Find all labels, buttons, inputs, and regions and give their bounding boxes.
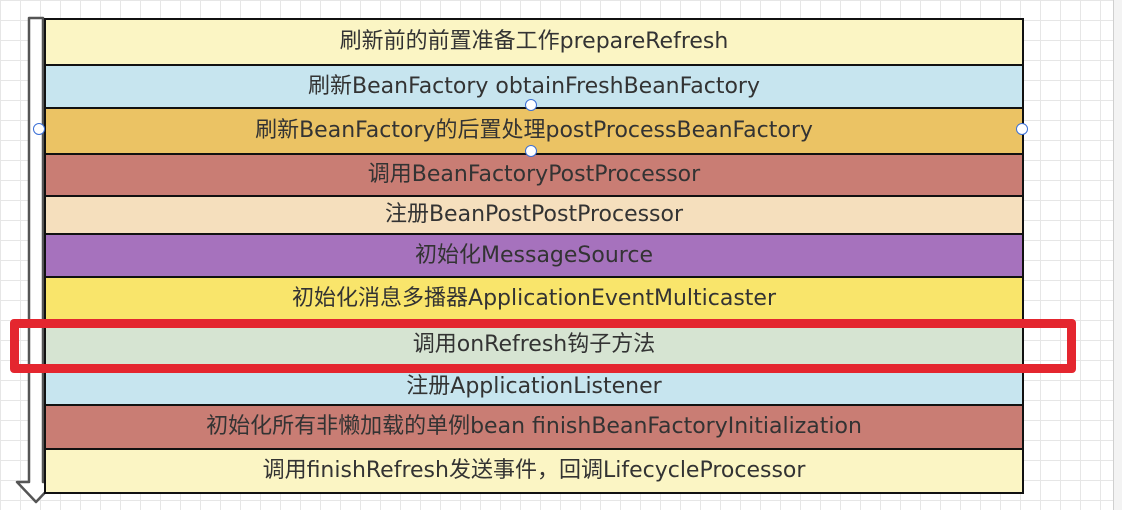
step-init-event-multicaster[interactable]: 初始化消息多播器ApplicationEventMulticaster xyxy=(44,276,1024,321)
step-label: 初始化消息多播器ApplicationEventMulticaster xyxy=(292,285,776,311)
step-label: 刷新BeanFactory obtainFreshBeanFactory xyxy=(308,73,760,99)
step-label: 调用BeanFactoryPostProcessor xyxy=(367,162,701,187)
step-label: 初始化MessageSource xyxy=(415,242,653,268)
step-label: 调用finishRefresh发送事件，回调LifecycleProcessor xyxy=(262,458,806,483)
canvas-scrollbar[interactable] xyxy=(1113,0,1122,510)
process-step-stack: 刷新前的前置准备工作prepareRefresh 刷新BeanFactory o… xyxy=(44,18,1024,494)
step-invoke-bean-factory-post-processor[interactable]: 调用BeanFactoryPostProcessor xyxy=(44,153,1024,197)
step-finish-refresh[interactable]: 调用finishRefresh发送事件，回调LifecycleProcessor xyxy=(44,448,1024,494)
selection-handle-left[interactable] xyxy=(33,123,45,135)
step-label: 调用onRefresh钩子方法 xyxy=(412,331,656,357)
step-label: 注册ApplicationListener xyxy=(406,374,662,399)
highlight-box xyxy=(10,319,1076,373)
step-label: 刷新前的前置准备工作prepareRefresh xyxy=(339,29,729,54)
selection-handle-bottom[interactable] xyxy=(525,145,537,157)
step-prepare-refresh[interactable]: 刷新前的前置准备工作prepareRefresh xyxy=(44,18,1024,66)
step-init-message-source[interactable]: 初始化MessageSource xyxy=(44,233,1024,278)
step-finish-bean-factory-initialization[interactable]: 初始化所有非懒加载的单例bean finishBeanFactoryInitia… xyxy=(44,404,1024,450)
selection-handle-right[interactable] xyxy=(1016,123,1028,135)
step-register-bean-post-processor[interactable]: 注册BeanPostPostProcessor xyxy=(44,195,1024,235)
step-label: 刷新BeanFactory的后置处理postProcessBeanFactory xyxy=(255,118,813,143)
selection-handle-top[interactable] xyxy=(525,99,537,111)
step-label: 初始化所有非懒加载的单例bean finishBeanFactoryInitia… xyxy=(206,414,862,439)
step-label: 注册BeanPostPostProcessor xyxy=(384,202,684,227)
step-register-application-listener[interactable]: 注册ApplicationListener xyxy=(44,368,1024,406)
